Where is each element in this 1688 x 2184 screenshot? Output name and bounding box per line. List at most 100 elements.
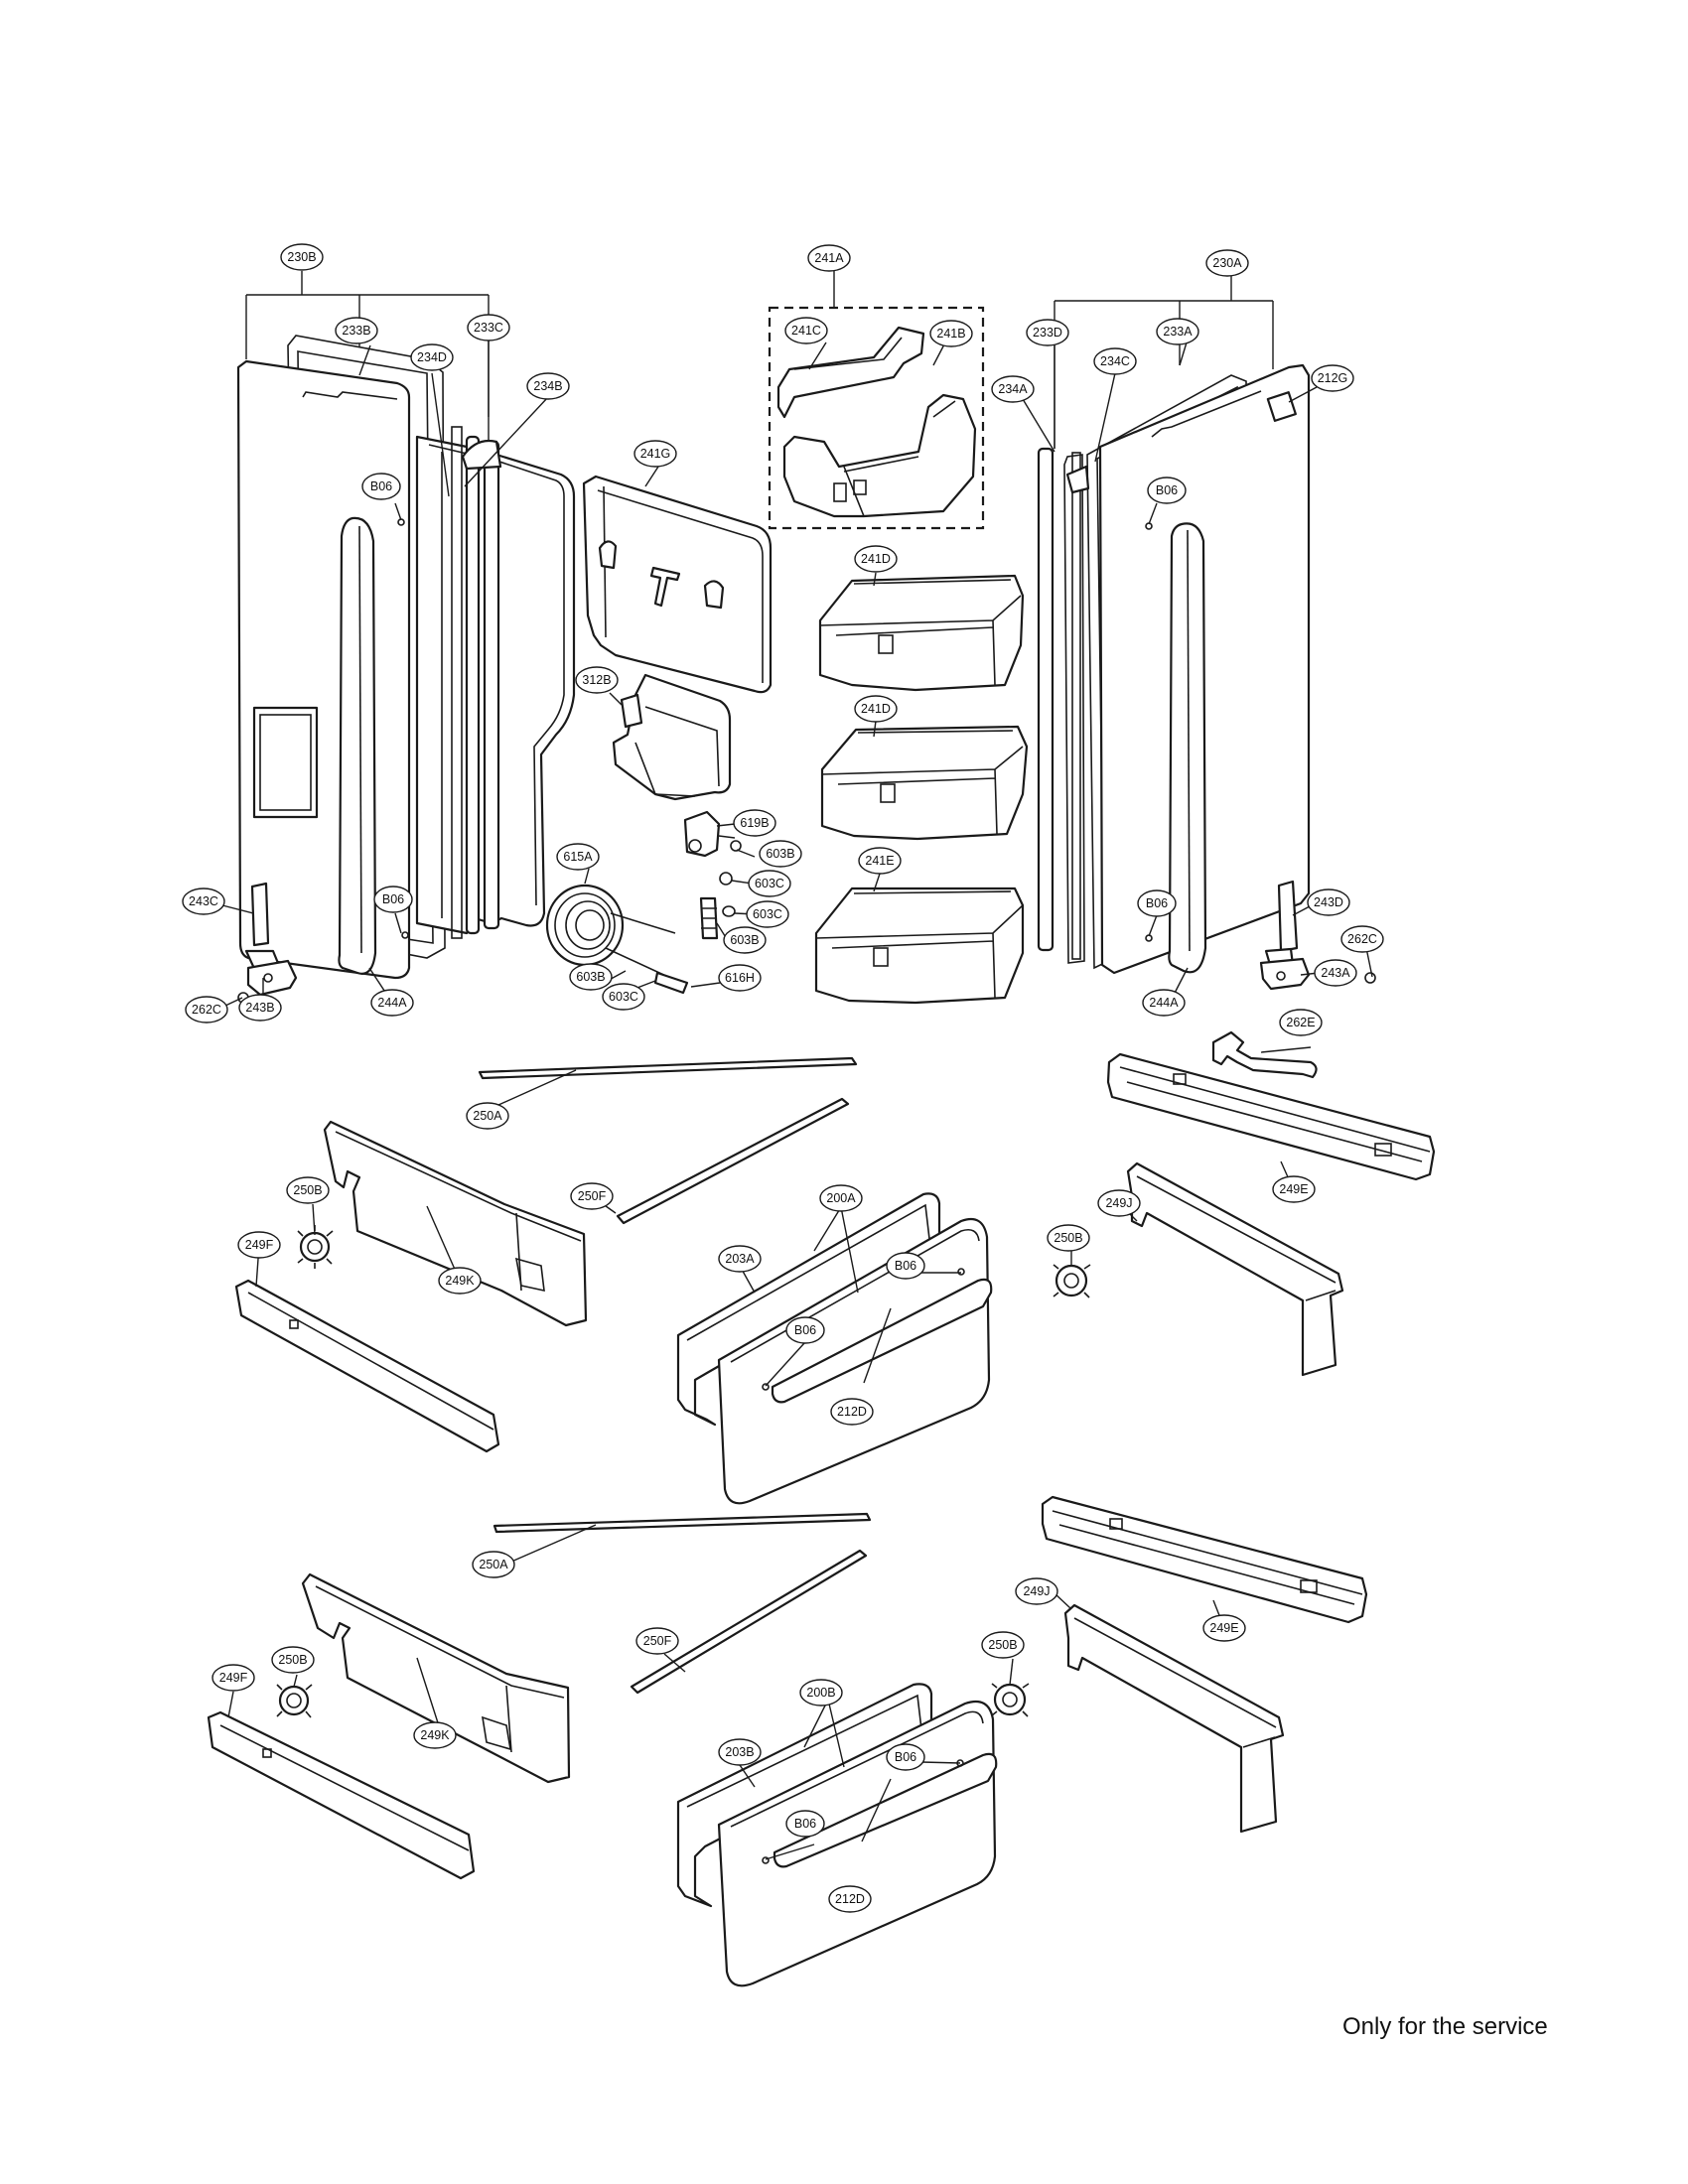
- callout-244a-1: 244A: [370, 989, 414, 1017]
- callout-603c-1: 603C: [748, 870, 791, 897]
- svg-text:615A: 615A: [563, 850, 593, 864]
- svg-text:B06: B06: [1146, 896, 1168, 910]
- svg-text:230B: 230B: [287, 250, 316, 264]
- svg-text:B06: B06: [794, 1323, 816, 1337]
- callout-230b: 230B: [280, 243, 324, 271]
- callout-249k-2: 249K: [413, 1721, 457, 1749]
- callout-234d: 234D: [410, 343, 454, 371]
- svg-text:250B: 250B: [293, 1183, 322, 1197]
- svg-text:241C: 241C: [791, 324, 821, 338]
- callout-250b-2: 250B: [1047, 1224, 1090, 1252]
- svg-text:241B: 241B: [936, 327, 965, 341]
- svg-text:249J: 249J: [1023, 1584, 1050, 1598]
- svg-text:603C: 603C: [753, 907, 782, 921]
- svg-text:203A: 203A: [725, 1252, 755, 1266]
- svg-text:B06: B06: [794, 1817, 816, 1831]
- svg-text:603C: 603C: [609, 990, 638, 1004]
- svg-text:241G: 241G: [640, 447, 671, 461]
- svg-text:233D: 233D: [1033, 326, 1062, 340]
- callout-243a: 243A: [1314, 959, 1357, 987]
- callout-250b-1: 250B: [286, 1176, 330, 1204]
- callout-249f-1: 249F: [237, 1231, 281, 1259]
- svg-text:234D: 234D: [417, 350, 447, 364]
- callout-233c: 233C: [467, 314, 510, 341]
- callout-262c-2: 262C: [1340, 925, 1384, 953]
- callout-249f-2: 249F: [211, 1664, 255, 1692]
- callout-241c: 241C: [784, 317, 828, 344]
- right-door-assembly: [1037, 363, 1376, 991]
- svg-text:200A: 200A: [826, 1191, 856, 1205]
- svg-text:243C: 243C: [189, 894, 218, 908]
- svg-text:262E: 262E: [1286, 1016, 1315, 1029]
- wrench-262e: [1211, 1030, 1318, 1079]
- svg-text:249E: 249E: [1279, 1182, 1308, 1196]
- svg-text:B06: B06: [895, 1259, 916, 1273]
- callout-250f-2: 250F: [635, 1627, 679, 1655]
- svg-text:B06: B06: [895, 1750, 916, 1764]
- lower-drawer-assembly: [207, 1495, 1368, 1987]
- svg-text:234C: 234C: [1100, 354, 1130, 368]
- callout-312b: 312B: [575, 666, 619, 694]
- callout-603b-2: 603B: [723, 926, 767, 954]
- svg-text:262C: 262C: [192, 1003, 221, 1017]
- callout-262e: 262E: [1279, 1009, 1323, 1036]
- callout-b06-4: B06: [1137, 889, 1177, 917]
- svg-text:203B: 203B: [725, 1745, 754, 1759]
- callout-243b: 243B: [238, 994, 282, 1022]
- callout-250f-1: 250F: [570, 1182, 614, 1210]
- callout-203a: 203A: [718, 1245, 762, 1273]
- svg-text:250F: 250F: [643, 1634, 672, 1648]
- callout-241e: 241E: [858, 847, 902, 875]
- callout-243d: 243D: [1307, 888, 1350, 916]
- svg-text:262C: 262C: [1347, 932, 1377, 946]
- svg-text:250B: 250B: [278, 1653, 307, 1667]
- callout-615a: 615A: [556, 843, 600, 871]
- callout-249j-1: 249J: [1097, 1189, 1141, 1217]
- callout-b06-8: B06: [785, 1810, 825, 1838]
- svg-text:241E: 241E: [865, 854, 894, 868]
- svg-text:B06: B06: [382, 892, 404, 906]
- left-door-assembly: [236, 335, 576, 1004]
- door-shelf-241g: [582, 475, 773, 694]
- callout-203b: 203B: [718, 1738, 762, 1766]
- callout-250b-4: 250B: [981, 1631, 1025, 1659]
- callout-233b: 233B: [335, 317, 378, 344]
- svg-text:B06: B06: [1156, 483, 1178, 497]
- svg-text:249E: 249E: [1209, 1621, 1238, 1635]
- svg-text:212G: 212G: [1318, 371, 1348, 385]
- svg-text:243A: 243A: [1321, 966, 1350, 980]
- svg-text:249K: 249K: [420, 1728, 450, 1742]
- svg-text:212D: 212D: [835, 1892, 865, 1906]
- door-basket-241a: [768, 306, 985, 530]
- callout-241b: 241B: [929, 320, 973, 347]
- door-bins: [814, 574, 1029, 1005]
- service-note: Only for the service: [1342, 2013, 1548, 2040]
- callout-241d-2: 241D: [854, 695, 898, 723]
- callout-212d-2: 212D: [828, 1885, 872, 1913]
- callout-603b-3: 603B: [569, 963, 613, 991]
- svg-text:241D: 241D: [861, 702, 891, 716]
- callout-230a: 230A: [1205, 249, 1249, 277]
- callout-233d: 233D: [1026, 319, 1069, 346]
- svg-text:250B: 250B: [1054, 1231, 1082, 1245]
- callout-250a-2: 250A: [472, 1551, 515, 1578]
- svg-text:212D: 212D: [837, 1405, 867, 1419]
- svg-text:249J: 249J: [1105, 1196, 1132, 1210]
- svg-text:249K: 249K: [445, 1274, 475, 1288]
- callout-b06-1: B06: [361, 473, 401, 500]
- callout-603c-2: 603C: [746, 900, 789, 928]
- callout-212d-1: 212D: [830, 1398, 874, 1426]
- callout-234c: 234C: [1093, 347, 1137, 375]
- svg-text:233C: 233C: [474, 321, 503, 335]
- callout-244a-2: 244A: [1142, 989, 1186, 1017]
- svg-text:616H: 616H: [725, 971, 755, 985]
- callout-b06-7: B06: [886, 1743, 925, 1771]
- callout-603c-3: 603C: [602, 983, 645, 1011]
- svg-text:250F: 250F: [578, 1189, 607, 1203]
- svg-text:243B: 243B: [245, 1001, 274, 1015]
- callout-234b: 234B: [526, 372, 570, 400]
- svg-text:233B: 233B: [342, 324, 370, 338]
- svg-text:243D: 243D: [1314, 895, 1343, 909]
- callout-b06-6: B06: [785, 1316, 825, 1344]
